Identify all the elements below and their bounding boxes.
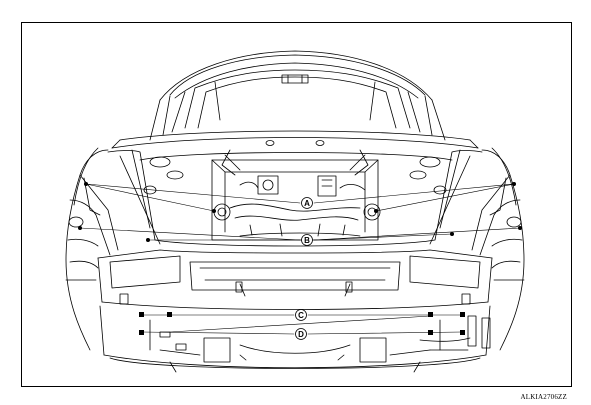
point-c-right [428, 312, 433, 317]
callout-a: A [301, 197, 313, 209]
measurement-points [78, 182, 522, 335]
roof-outline [149, 50, 446, 141]
point-b-inner-left [146, 238, 150, 242]
quarter-panels [65, 147, 525, 351]
point-b-inner-right [450, 232, 454, 236]
point-d-mid [428, 330, 433, 335]
trunk-inner-panel [211, 159, 381, 241]
point-a-inner-left [212, 209, 216, 213]
callout-c: C [295, 309, 307, 321]
point-a-right [512, 182, 516, 186]
callout-d-label: D [298, 330, 304, 339]
point-d-right [460, 330, 465, 335]
point-c-mid [167, 312, 172, 317]
point-d-left [139, 330, 144, 335]
callout-b: B [301, 234, 313, 246]
figure-code: ALKIA2706ZZ [520, 393, 567, 401]
trunk-opening-frame [107, 130, 483, 247]
point-b-left [78, 226, 82, 230]
callout-d: D [295, 328, 307, 340]
point-c-far-right [460, 312, 465, 317]
callout-b-label: B [304, 236, 310, 245]
point-c-left [139, 312, 144, 317]
rear-lower-panel [97, 249, 493, 373]
point-b-right [518, 226, 522, 230]
callout-c-label: C [298, 311, 304, 320]
point-a-left [84, 182, 88, 186]
point-a-inner-right [374, 209, 378, 213]
callout-a-label: A [304, 199, 310, 208]
